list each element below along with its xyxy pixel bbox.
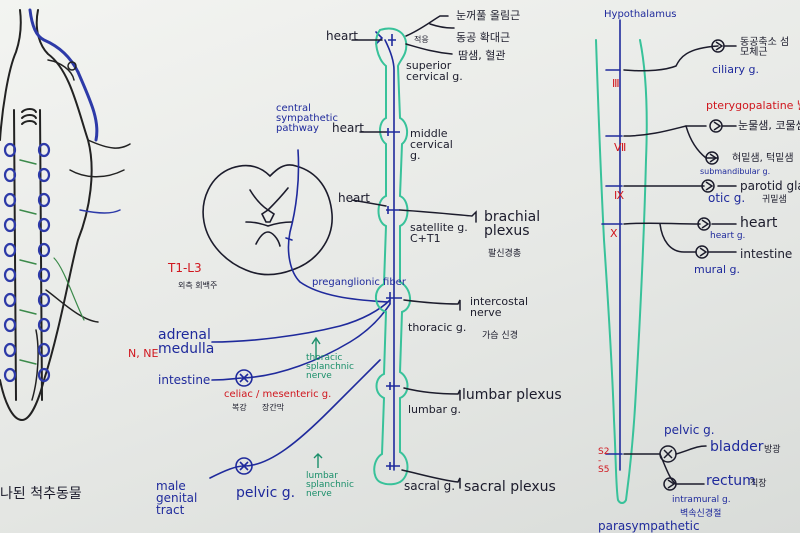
region-note: 외측 회백주 <box>178 281 218 290</box>
celiac-ganglion: celiac / mesenteric g. <box>224 389 332 400</box>
superior-cervical-ganglion: superior cervical g. <box>406 59 463 83</box>
mural-ganglion: mural g. <box>694 263 740 276</box>
rectum-ko: 직장 <box>750 479 767 489</box>
lumbar-plexus: lumbar plexus <box>462 387 562 403</box>
sym-intestine: intestine <box>158 373 211 387</box>
sympathetic-synapse-marks <box>386 34 402 470</box>
adrenal-tag: N, NE <box>128 347 159 360</box>
brachial-ko: 팔신경총 <box>488 249 522 259</box>
parasympathetic-title: parasympathetic <box>598 519 700 533</box>
sacral-plexus: sacral plexus <box>464 479 556 495</box>
intramural-ko: 벽속신경절 <box>680 509 722 519</box>
sacral-ganglion: sacral g. <box>404 479 456 493</box>
para-pelvic-ganglion: pelvic g. <box>664 423 715 437</box>
brachial-plexus: brachial plexus <box>484 209 541 239</box>
eye-target-2: 동공 확대근 <box>456 31 511 44</box>
para-intestine: intestine <box>740 247 793 261</box>
intercostal-ko: 가슴 신경 <box>482 331 518 341</box>
hypothalamus: Hypothalamus <box>604 9 677 20</box>
sympathetic-chain-green <box>373 27 411 486</box>
middle-cervical-ganglion: middle cervical g. <box>410 127 453 162</box>
lumbar-splanchnic-nerve: lumbar splanchnic nerve <box>306 471 354 499</box>
para-heart: heart <box>740 215 778 231</box>
embryo-sketch <box>0 8 131 422</box>
celiac-ko-2: 장간막 <box>262 403 285 412</box>
bladder-ko: 방광 <box>764 445 781 455</box>
rectum: rectum <box>706 473 756 489</box>
thoracic-splanchnic-nerve: thoracic splanchnic nerve <box>306 353 354 381</box>
cranial-nerve-iii: Ⅲ <box>612 77 620 90</box>
ciliary-ganglion: ciliary g. <box>712 63 759 76</box>
spinal-cord-section <box>202 164 333 276</box>
otic-ganglion: otic g. <box>708 191 746 205</box>
eye-target-3: 땀샘, 혈관 <box>458 49 506 62</box>
submandibular-ganglion: submandibular g. <box>700 167 771 176</box>
lacrimal-targets: 눈물샘, 코물샘 <box>738 119 800 132</box>
lumbar-ganglion: lumbar g. <box>408 403 461 416</box>
parasympathetic-lines <box>601 19 623 471</box>
prevertebral-ganglia <box>235 369 253 475</box>
region-t1-l3: T1-L3 <box>168 261 202 275</box>
parasympathetic-ganglia <box>659 39 725 491</box>
celiac-ko-1: 복강 <box>232 403 247 412</box>
central-sympathetic-pathway-label: central sympathetic pathway <box>276 103 338 134</box>
eye-note: 적응 <box>414 35 429 44</box>
cranial-nerve-ix: Ⅸ <box>614 189 625 202</box>
bladder: bladder <box>710 439 764 455</box>
splanchnic-arrows-green <box>311 336 323 468</box>
submandibular-targets: 혀밑샘, 턱밑샘 <box>732 153 794 164</box>
male-genital-tract: male genital tract <box>156 479 198 517</box>
heart-label-1: heart <box>326 29 358 43</box>
satellite-ganglion: satellite g. C+T1 <box>410 221 468 245</box>
heart-label-2: heart <box>332 121 364 135</box>
pterygopalatine: pterygopalatine 날개입천장 <box>706 99 800 112</box>
intercostal-nerve: intercostal nerve <box>470 295 529 319</box>
cranial-nerve-vii: Ⅶ <box>614 141 627 154</box>
preganglionic-fiber: preganglionic fiber <box>312 277 406 288</box>
caption-korean: 나된 척추동물 <box>0 486 82 502</box>
ciliary-targets: 동공축소 섬모체근 <box>740 37 790 58</box>
sacral-range: S2 - S5 <box>598 447 610 475</box>
sym-pelvic-ganglion: pelvic g. <box>236 485 296 501</box>
brainstem-outline <box>595 39 648 504</box>
adrenal-medulla: adrenal medulla <box>158 327 215 357</box>
heart-label-3: heart <box>338 191 370 205</box>
parotid-gland: parotid gland <box>740 179 800 193</box>
cranial-nerve-x: X <box>610 227 618 240</box>
eye-target-1: 눈꺼풀 올림근 <box>456 9 521 22</box>
parotid-ko: 귀밑샘 <box>762 195 787 205</box>
heart-ganglion: heart g. <box>710 231 746 241</box>
thoracic-ganglion: thoracic g. <box>408 321 467 334</box>
intramural-ganglion: intramural g. <box>672 495 731 505</box>
sympathetic-target-lines <box>351 15 477 489</box>
